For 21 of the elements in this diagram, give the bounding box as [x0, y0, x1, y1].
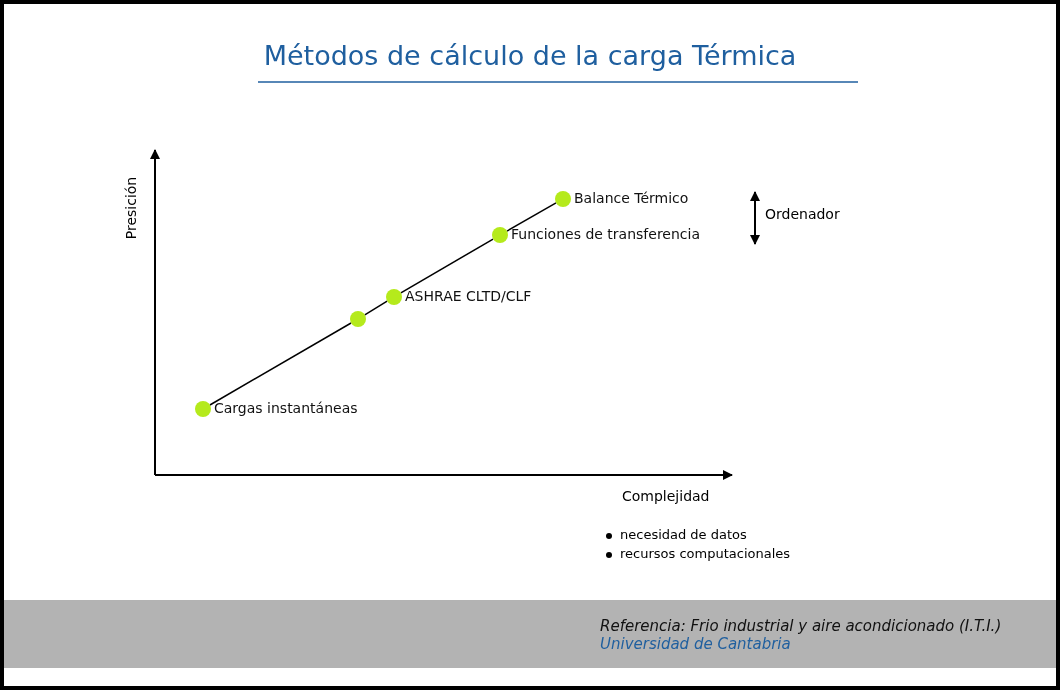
data-point: [195, 401, 211, 417]
point-label: ASHRAE CLTD/CLF: [405, 288, 532, 304]
data-point: [492, 227, 508, 243]
point-label: Cargas instantáneas: [214, 400, 358, 416]
data-point: [350, 311, 366, 327]
point-label: Funciones de transferencia: [511, 226, 700, 242]
connector-line: [364, 300, 388, 316]
connector-line: [400, 238, 494, 294]
axis-label: Presición: [123, 176, 140, 240]
bullet-item: recursos computacionales: [620, 546, 791, 561]
bullet-item: necesidad de datos: [620, 527, 747, 542]
connector-line: [506, 202, 557, 232]
data-point: [555, 191, 571, 207]
axis-label: Complejidad: [622, 488, 710, 504]
institution-name: Universidad de Cantabria: [600, 635, 791, 653]
title: Métodos de cálculo de la carga Térmica: [262, 40, 798, 71]
point-label: Balance Térmico: [574, 190, 689, 206]
reference-note: Referencia: Frio industrial y aire acondicionado (I.T.I.): [600, 617, 1002, 635]
connector-line: [209, 322, 352, 406]
data-point: [386, 289, 402, 305]
range-label: Ordenador: [765, 206, 840, 222]
